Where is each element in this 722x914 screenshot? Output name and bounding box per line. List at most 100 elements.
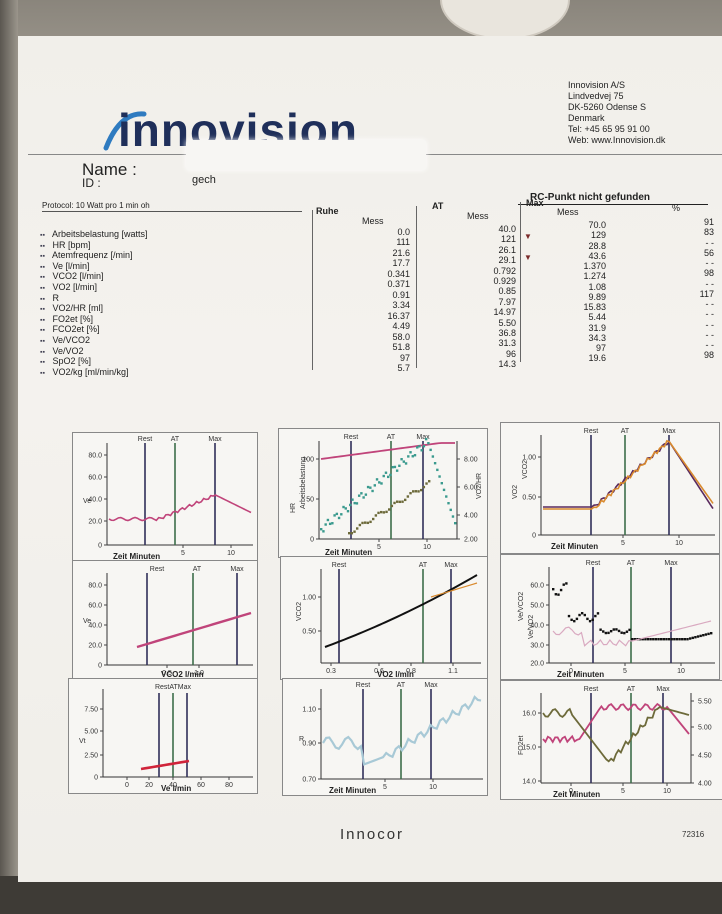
report-paper: innovision Innovision A/S Lindvedvej 75 … xyxy=(18,36,722,882)
c6-vevco2-point xyxy=(586,617,589,621)
c7-y-label: Vt xyxy=(79,738,86,745)
c2-vo2hr-point xyxy=(331,522,334,525)
c2-vo2hr-point xyxy=(369,486,372,489)
c7-x-tick-label: 40 xyxy=(169,782,177,789)
table-row-label: ▪▪ Ve/VO2 xyxy=(40,346,84,356)
table-row-label: ▪▪ VO2/HR [ml] xyxy=(40,303,103,313)
c2-vo2hr-point xyxy=(380,482,383,485)
value-pct: 98 xyxy=(703,268,714,279)
c6-vevco2-point xyxy=(710,632,713,635)
c9-x-tick-label: 5 xyxy=(621,788,625,795)
c2-load-point xyxy=(353,530,356,533)
row-bullet-icon: ▪▪ xyxy=(40,285,45,292)
arrow-down-icon: ▼ xyxy=(524,232,532,242)
c2-vo2hr-point xyxy=(326,518,330,522)
c2-vo2hr-point xyxy=(429,448,432,452)
c9-y-tick-label: 16.0 xyxy=(522,711,536,718)
value-ruhe: 17.7 xyxy=(392,258,410,269)
c6-vevco2-point xyxy=(602,630,605,633)
c2-vo2hr-point xyxy=(398,464,401,467)
c9-fco2-series xyxy=(542,706,690,763)
value-ruhe: 3.34 xyxy=(392,300,410,311)
c1-y-tick-label: 80.0 xyxy=(88,453,102,460)
value-ruhe: 111 xyxy=(396,237,410,248)
c2-vo2hr-point xyxy=(328,522,332,526)
c2-vo2hr-point xyxy=(445,495,448,498)
c2-vo2hr-point xyxy=(393,465,397,469)
c5-x-tick-label: 0.6 xyxy=(374,668,384,675)
c3-x-label: Zeit Minuten xyxy=(551,542,598,551)
at-mess-header: Mess xyxy=(467,211,489,221)
marker-label: Rest xyxy=(584,686,598,693)
c2-vo2hr-point xyxy=(371,489,374,493)
c7-x-tick-label: 60 xyxy=(197,782,205,789)
c2-load-point xyxy=(369,520,372,524)
table-row-label: ▪▪ FCO2et [%] xyxy=(40,324,100,334)
c2-vo2hr-point xyxy=(427,442,430,445)
c6-y-tick-label: 50.0 xyxy=(530,603,544,610)
c7-vt-ve-series xyxy=(140,759,190,771)
value-ruhe: 21.6 xyxy=(392,247,410,258)
c6-vevco2-point xyxy=(623,631,626,635)
marker-label: Rest xyxy=(150,566,164,573)
c4-y-tick-label: 40.0 xyxy=(88,623,102,630)
table-row-label: ▪▪ VO2 [l/min] xyxy=(40,282,97,292)
marker-label: AT xyxy=(171,436,180,443)
c3-y-tick-label: 1.00 xyxy=(522,455,536,462)
value-at: 29.1 xyxy=(498,255,516,266)
row-bullet-icon: ▪▪ xyxy=(40,232,45,239)
c1-y-tick-label: 0 xyxy=(98,543,102,550)
c4-x-label: VCO2 l/min xyxy=(161,670,204,679)
c6-x-tick-label: 10 xyxy=(677,668,685,675)
c2-vo2hr-point xyxy=(416,446,419,449)
marker-label: Rest xyxy=(344,434,358,441)
c2-vo2hr-point xyxy=(364,493,368,496)
value-at: 0.929 xyxy=(493,275,516,286)
c2-load-point xyxy=(412,490,415,493)
c6-vevco2-point xyxy=(686,638,689,641)
c2-vo2hr-point xyxy=(320,528,323,531)
c5-y-label: VCO2 xyxy=(296,602,303,621)
c9-y2-tick-label: 4.00 xyxy=(698,781,712,788)
table-row-label: ▪▪ Ve/VCO2 xyxy=(40,335,90,345)
c8-x-tick-label: 10 xyxy=(429,784,437,791)
c2-vo2hr-point xyxy=(382,474,385,478)
marker-label: Max xyxy=(664,560,678,567)
c3-x-tick-label: 10 xyxy=(675,540,683,547)
value-max: 28.8 xyxy=(588,240,606,251)
c9-y2-tick-label: 5.50 xyxy=(698,699,712,706)
value-at: 31.3 xyxy=(498,338,516,349)
c2-load-point xyxy=(393,501,396,505)
row-label-text: Ve/VCO2 xyxy=(50,335,91,345)
table-row-label: ▪▪ SpO2 [%] xyxy=(40,356,91,366)
c2-vo2hr-point xyxy=(337,516,341,520)
value-pct: 117 xyxy=(699,288,714,299)
arrow-down-icon: ▼ xyxy=(524,252,532,262)
c8-y-tick-label: 0.90 xyxy=(302,741,316,748)
c9-y2-tick-label: 4.50 xyxy=(698,753,712,760)
c6-vevco2-point xyxy=(652,638,655,641)
c2-load-point xyxy=(404,498,407,502)
c2-vo2hr-point xyxy=(324,523,327,526)
c6-x-tick-label: 5 xyxy=(623,668,627,675)
c6-vevco2-point xyxy=(562,583,565,586)
c2-vo2hr-point xyxy=(360,492,363,495)
c2-vo2hr-point xyxy=(333,514,336,517)
c6-vevco2-point xyxy=(554,593,558,596)
marker-label: RestATMax xyxy=(155,684,192,691)
c6-vevco2-point xyxy=(573,619,576,623)
c6-vevco2-point xyxy=(644,638,647,641)
c2-load-point xyxy=(406,495,410,498)
c4-x-tick-label: 0.5 xyxy=(162,670,172,677)
c2-load-point xyxy=(385,510,388,514)
c2-load-point xyxy=(361,521,364,525)
c6-vevco2-point xyxy=(620,631,623,634)
c2-vo2hr-point xyxy=(335,512,339,516)
c2-vo2hr-point xyxy=(449,508,452,512)
c6-vevco2-point xyxy=(607,631,610,635)
c6-vevco2-point xyxy=(591,618,594,622)
